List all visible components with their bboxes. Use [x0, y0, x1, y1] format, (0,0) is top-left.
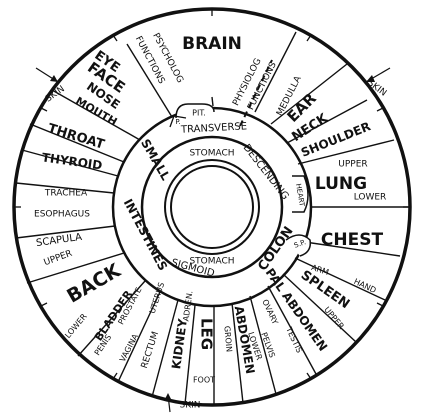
- skin-arrow-bottom: [164, 393, 172, 413]
- divider: [117, 291, 161, 383]
- tick: [376, 107, 384, 112]
- p-box: [169, 115, 187, 128]
- divider: [294, 257, 386, 301]
- adrenal-label: ADREN.: [181, 290, 194, 322]
- divider: [267, 285, 317, 375]
- transverse-label: TRANSVERSE: [180, 121, 248, 135]
- uterus-label: UTERUS: [148, 281, 167, 314]
- divider: [286, 99, 368, 144]
- brain-label: BRAIN: [182, 34, 242, 54]
- thyroid-label: THYROID: [41, 150, 103, 172]
- divider: [254, 31, 297, 113]
- trachea-label: TRACHEA: [44, 189, 88, 199]
- divider: [304, 241, 401, 257]
- divider: [270, 63, 348, 125]
- chest-label: CHEST: [321, 230, 384, 250]
- arrow-head: [366, 75, 375, 82]
- divider: [77, 280, 146, 357]
- divider: [15, 182, 115, 194]
- heart-box: [292, 175, 309, 213]
- stomach-top-label: STOMACH: [189, 149, 234, 159]
- arrow-head: [50, 75, 58, 82]
- skin-arrow-top-right: [365, 67, 391, 83]
- tick: [40, 107, 48, 112]
- divider: [249, 295, 277, 395]
- divider: [26, 252, 125, 284]
- pupil-ring-inner: [170, 165, 254, 249]
- tick: [376, 302, 384, 307]
- divider: [126, 43, 173, 118]
- p-label: P.: [175, 118, 180, 126]
- skin-label: SKIN: [179, 401, 200, 411]
- tick: [306, 34, 312, 42]
- divider: [51, 89, 141, 141]
- divider: [282, 273, 357, 343]
- skin-arrow-top-left: [35, 67, 59, 83]
- testis-label: TESTIS: [284, 325, 304, 354]
- medulla-dashed-line: [239, 59, 273, 127]
- divider: [29, 123, 125, 163]
- arrow-head: [164, 393, 172, 401]
- stomach-ring-outer: [140, 135, 284, 279]
- sp-label: S.P.: [293, 238, 307, 250]
- foot-label: FOOT: [193, 376, 215, 385]
- hand-label: HAND: [352, 277, 377, 295]
- sector-dividers: [15, 31, 410, 405]
- tick: [112, 34, 118, 42]
- outer-ticks: [14, 9, 410, 380]
- tick: [112, 372, 118, 380]
- kidney-label: KIDNEY: [169, 318, 190, 370]
- skin-label: SKIN: [44, 84, 67, 104]
- tick: [306, 372, 312, 380]
- pupil-ring-outer: [164, 159, 260, 255]
- divider: [297, 139, 395, 165]
- descending-label: DESCENDING: [241, 143, 291, 203]
- divider: [231, 302, 244, 404]
- divider: [184, 304, 196, 405]
- divider: [15, 225, 116, 239]
- lung-lower-label: LOWER: [354, 193, 387, 203]
- lung-label: LUNG: [315, 174, 367, 194]
- divider: [21, 149, 119, 177]
- divider: [151, 299, 179, 398]
- divider: [211, 96, 214, 107]
- lower-back-label: LOWER: [63, 312, 89, 340]
- lung-upper-label: UPPER: [338, 160, 367, 170]
- groin-label: GROIN: [222, 325, 233, 352]
- sp-box: [285, 234, 312, 257]
- small-label: SMALL: [138, 137, 173, 183]
- pituitary-box: [175, 103, 215, 119]
- leg-label: LEG: [198, 318, 216, 350]
- rectum-label: RECTUM: [140, 331, 161, 370]
- throat-label: THROAT: [46, 121, 106, 152]
- tick: [40, 302, 48, 307]
- stomach-bottom-label: STOMACH: [189, 257, 234, 267]
- pituitary-label: PIT.: [192, 109, 206, 118]
- upper-back-label: UPPER: [43, 249, 74, 268]
- esophagus-label: ESOPHAGUS: [34, 210, 90, 220]
